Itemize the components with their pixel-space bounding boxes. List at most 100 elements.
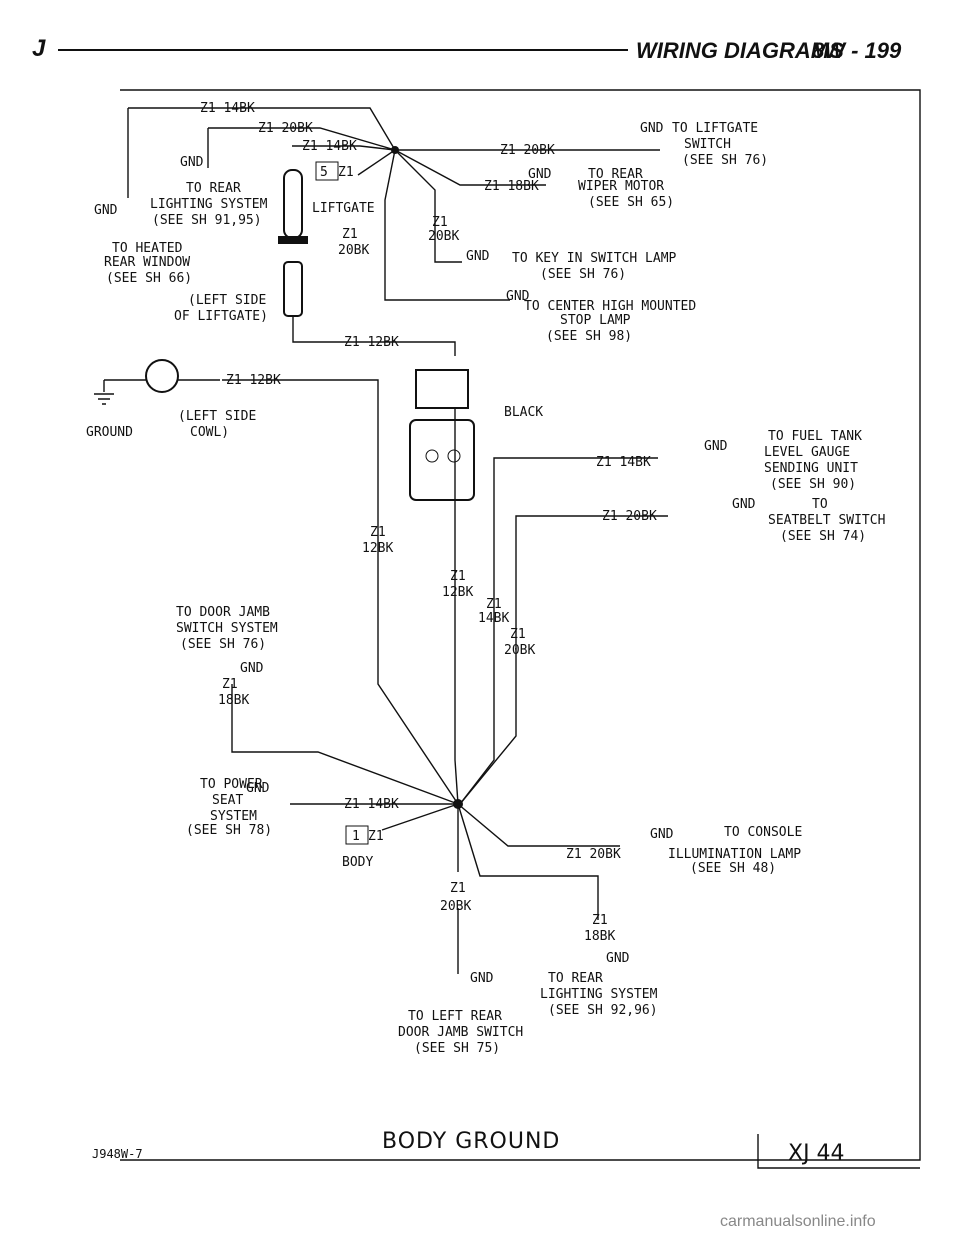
header-title: WIRING DIAGRAMS: [636, 38, 844, 63]
wire-label: WIPER MOTOR: [578, 179, 664, 194]
wire-label: 20BK: [504, 643, 535, 658]
wire-label: GND: [466, 249, 490, 264]
wire-label: SENDING UNIT: [764, 461, 858, 476]
wire-key-switch: [394, 149, 462, 263]
wire-label: 14BK: [478, 611, 509, 626]
connector-5-number: 5: [320, 165, 328, 180]
wire-label: Z1 20BK: [602, 509, 657, 524]
wire-label: TO: [812, 497, 828, 512]
connector-1: [345, 825, 369, 845]
wire-cowl-ground: [94, 379, 220, 405]
wire-label: Z1 20BK: [258, 121, 313, 136]
wire-label: (SEE SH 65): [588, 195, 674, 210]
wire-label: OF LIFTGATE): [174, 309, 268, 324]
wire-label: TO DOOR JAMB: [176, 605, 270, 620]
wire-label: Z1: [222, 677, 238, 692]
wire-label: 20BK: [428, 229, 459, 244]
wire-label: Z1: [370, 525, 386, 540]
wire-label: ILLUMINATION LAMP: [668, 847, 801, 862]
wire-label: Z1 14BK: [200, 101, 255, 116]
wire-label: 12BK: [362, 541, 393, 556]
connector-1-label: Z1: [368, 829, 384, 844]
wire-label: Z1 20BK: [566, 847, 621, 862]
wire-label: Z1 12BK: [226, 373, 281, 388]
figure-code: J948W-7: [92, 1147, 143, 1161]
header-left-letter: J: [32, 35, 46, 62]
connector-pin-2: [447, 449, 461, 463]
wire-label: TO HEATED: [112, 241, 183, 256]
connector-5: [315, 161, 339, 181]
wire-door-jamb: [231, 684, 459, 805]
wire-label: Z1: [432, 215, 448, 230]
wire-label: 12BK: [442, 585, 473, 600]
wire-label: Z1: [486, 597, 502, 612]
wire-label: BLACK: [504, 405, 543, 420]
black-connector-mate: [409, 419, 475, 501]
wire-label: SEAT: [212, 793, 243, 808]
wire-z1-12bk-liftgate: [292, 316, 456, 356]
wire-z1-14bk-top: [128, 107, 396, 151]
wire-label: SWITCH: [684, 137, 731, 152]
wire-label: TO CENTER HIGH MOUNTED: [524, 299, 696, 314]
wire-label: 20BK: [338, 243, 369, 258]
splice-top: [391, 146, 399, 154]
wire-label: COWL): [190, 425, 229, 440]
wire-label: GND: [470, 971, 494, 986]
wire-label: TO POWER: [200, 777, 263, 792]
wire-label: (SEE SH 90): [770, 477, 856, 492]
wire-label: Z1 12BK: [344, 335, 399, 350]
liftgate-ground-stud: [283, 169, 303, 239]
wire-center-stop-lamp: [384, 149, 510, 301]
wire-label: (SEE SH 76): [682, 153, 768, 168]
connector-pin-1: [425, 449, 439, 463]
wire-label: (LEFT SIDE: [178, 409, 256, 424]
wire-label: (SEE SH 91,95): [152, 213, 262, 228]
wire-label: DOOR JAMB SWITCH: [398, 1025, 523, 1040]
wire-label: GND: [704, 439, 728, 454]
wire-label: GND: [606, 951, 630, 966]
wire-console: [457, 803, 620, 847]
wire-label: GND: [528, 167, 552, 182]
wire-label: (SEE SH 98): [546, 329, 632, 344]
wire-label: SEATBELT SWITCH: [768, 513, 885, 528]
wire-label: LEVEL GAUGE: [764, 445, 850, 460]
wire-fuel-tank: [459, 457, 658, 805]
wire-label: GROUND: [86, 425, 133, 440]
wire-label: 18BK: [218, 693, 249, 708]
wire-trunk-12bk: [454, 408, 459, 805]
wire-label: SYSTEM: [210, 809, 257, 824]
wire-label: REAR WINDOW: [104, 255, 190, 270]
wire-label: BODY: [342, 855, 373, 870]
connector-1-number: 1: [352, 829, 360, 844]
wire-z1-20bk-top: [208, 127, 396, 151]
header-page-number: 8W - 199: [812, 38, 902, 63]
wire-body-connector: [381, 803, 459, 831]
wire-seatbelt: [459, 515, 668, 805]
wire-label: 20BK: [440, 899, 471, 914]
wire-liftgate-ground: [357, 149, 396, 176]
wire-label: Z1: [592, 913, 608, 928]
wire-label: Z1 20BK: [500, 143, 555, 158]
wire-label: TO KEY IN SWITCH LAMP: [512, 251, 677, 266]
wire-label: TO LEFT REAR: [408, 1009, 502, 1024]
watermark: carmanualsonline.info: [720, 1213, 876, 1230]
wire-label: TO REAR: [186, 181, 241, 196]
wire-label: TO LIFTGATE: [672, 121, 758, 136]
wire-label: TO FUEL TANK: [768, 429, 862, 444]
wire-label: Z1 14BK: [302, 139, 357, 154]
diagram-title: BODY GROUND: [382, 1129, 560, 1154]
wire-label: Z1: [510, 627, 526, 642]
liftgate-stud-base: [278, 236, 308, 244]
wire-label: (SEE SH 74): [780, 529, 866, 544]
wire-label: (LEFT SIDE: [188, 293, 266, 308]
cowl-ground-eyelet: [145, 359, 179, 393]
wire-label: (SEE SH 48): [690, 861, 776, 876]
wire-label: TO CONSOLE: [724, 825, 802, 840]
wire-label: LIGHTING SYSTEM: [150, 197, 268, 212]
wire-label: GND: [732, 497, 756, 512]
model-box: [757, 1134, 920, 1169]
connector-5-label: Z1: [338, 165, 354, 180]
wire-label: (SEE SH 76): [540, 267, 626, 282]
wire-label: (SEE SH 76): [180, 637, 266, 652]
